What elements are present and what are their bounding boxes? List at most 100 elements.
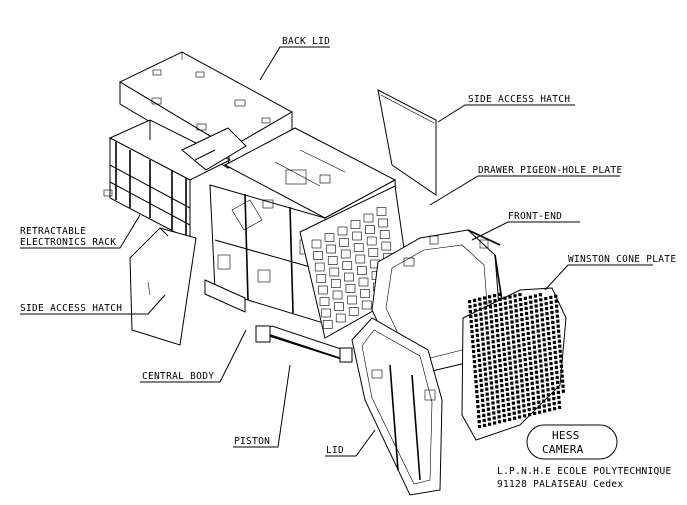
winston-cone-cell [485,387,489,391]
winston-cone-cell [522,348,526,352]
winston-cone-cell [513,355,517,359]
winston-cone-cell [498,364,502,368]
pigeon-hole-cell [318,285,328,295]
winston-cone-cell [504,306,508,310]
winston-cone-cell [480,327,484,331]
winston-cone-cell [559,354,563,358]
winston-cone-cell [475,328,479,332]
winston-cone-cell [546,322,550,326]
winston-cone-cell [549,300,553,304]
winston-cone-cell [524,301,528,305]
winston-cone-cell [516,395,520,399]
winston-cone-cell [520,384,524,388]
winston-cone-cell [476,343,480,347]
winston-cone-cell [558,344,562,348]
label-electronics-rack: ELECTRONICS RACK [20,237,116,248]
winston-cone-cell [527,408,531,412]
pigeon-hole-cell [327,256,338,265]
winston-cone-cell [486,407,490,411]
winston-cone-cell [526,331,530,335]
winston-cone-cell [544,363,548,367]
winston-cone-cell [480,332,484,336]
pigeon-hole-cell [378,218,388,228]
winston-cone-cell [513,360,517,364]
winston-cone-cell [542,343,546,347]
winston-cone-cell [480,393,484,397]
winston-cone-cell [511,330,515,334]
winston-cone-cell [543,348,547,352]
winston-cone-cell [532,340,536,344]
winston-cone-cell [515,314,519,318]
winston-cone-cell [514,365,518,369]
winston-cone-cell [481,398,485,402]
winston-cone-cell [474,375,478,379]
pigeon-hole-cell [376,207,387,216]
winston-cone-cell [487,412,491,416]
leader-lines [20,46,653,457]
winston-cone-cell [498,292,502,296]
pigeon-hole-cell [335,313,346,323]
winston-cone-cell [558,349,562,353]
winston-cone-cell [509,310,513,314]
winston-cone-cell [555,375,559,379]
winston-cone-cell [531,391,535,395]
winston-cone-cell [482,413,486,417]
winston-cone-cell [493,360,497,364]
winston-cone-cell [489,315,493,319]
winston-cone-cell [490,330,494,334]
label-winston-cone-plate: WINSTON CONE PLATE [568,254,676,265]
winston-cone-cell [552,330,556,334]
winston-cone-cell [475,390,479,394]
winston-cone-cell [510,381,514,385]
winston-cone-cell [489,381,493,385]
lid-part [351,317,443,496]
winston-cone-cell [509,305,513,309]
winston-cone-cell [496,339,500,343]
winston-cone-cell [523,353,527,357]
winston-cone-cell [550,372,554,376]
winston-cone-cell [551,382,555,386]
winston-cone-cell [498,297,502,301]
winston-cone-cell [508,300,512,304]
winston-cone-cell [494,370,498,374]
winston-cone-cell [536,385,540,389]
winston-cone-cell [533,355,537,359]
winston-cone-cell [478,302,482,306]
winston-cone-cell [538,410,542,414]
winston-cone-cell [525,378,529,382]
winston-cone-cell [540,318,544,322]
winston-cone-cell [521,399,525,403]
winston-cone-cell [474,385,478,389]
label-side-access-hatch-left: SIDE ACCESS HATCH [20,303,122,314]
winston-cone-cell [502,352,506,356]
winston-cone-cell [488,361,492,365]
winston-cone-cell [512,411,516,415]
winston-cone-cell [528,351,532,355]
winston-cone-cell [473,365,477,369]
winston-cone-cell [531,325,535,329]
winston-cone-cell [513,416,517,420]
pigeon-hole-cell [331,279,341,288]
winston-cone-cell [473,370,477,374]
winston-cone-cell [556,390,560,394]
winston-cone-cell [535,375,539,379]
winston-cone-cell [492,355,496,359]
winston-cone-cell [488,422,492,426]
winston-cone-cell [497,410,501,414]
winston-cone-cell [554,355,558,359]
winston-cone-cell [478,297,482,301]
winston-cone-cell [523,414,527,418]
winston-cone-cell [553,345,557,349]
winston-cone-cell [481,403,485,407]
winston-cone-cell [561,379,565,383]
winston-cone-cell [476,338,480,342]
winston-cone-cell [557,334,561,338]
winston-cone-cell [491,401,495,405]
winston-cone-cell [545,307,549,311]
winston-cone-cell [550,315,554,319]
winston-cone-cell [538,354,542,358]
winston-cone-cell [511,335,515,339]
winston-cone-cell [472,355,476,359]
winston-cone-cell [535,319,539,323]
